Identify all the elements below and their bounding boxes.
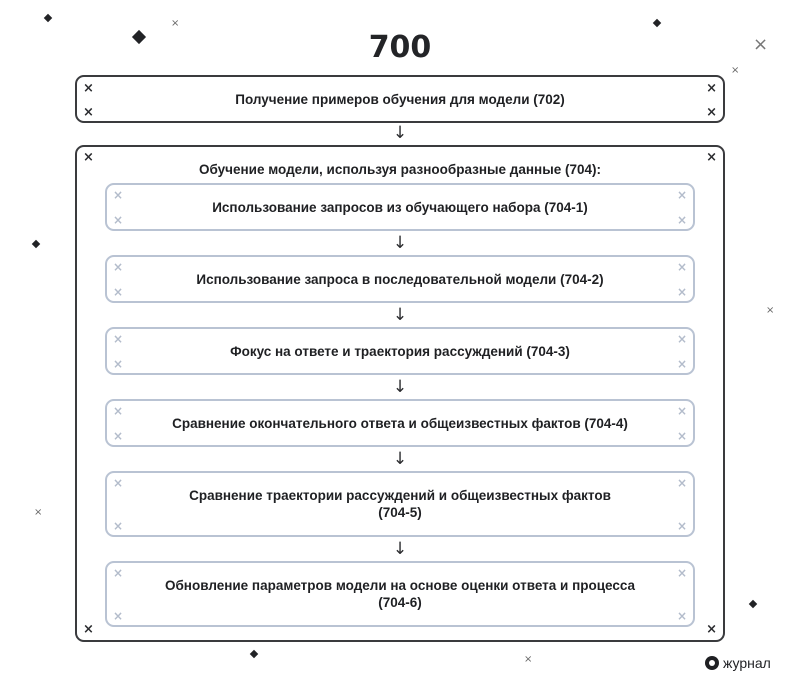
step-label: Использование запроса в последовательной… — [196, 271, 604, 287]
arrow-down-icon: ↓ — [392, 539, 408, 559]
step-704-3: × × × × Фокус на ответе и траектория рас… — [105, 327, 695, 375]
corner-mark-icon: × — [676, 519, 687, 533]
corner-mark-icon: × — [706, 105, 717, 120]
corner-mark-icon: × — [676, 188, 687, 202]
corner-mark-icon: × — [676, 332, 687, 346]
step-702: × × × × Получение примеров обучения для … — [75, 75, 725, 123]
corner-mark-icon: × — [83, 81, 94, 96]
corner-mark-icon: × — [83, 622, 94, 637]
corner-mark-icon: × — [113, 213, 124, 227]
arrow-down-icon: ↓ — [392, 449, 408, 469]
arrow-down-icon: ↓ — [392, 305, 408, 325]
decor-sparkle-icon: × — [34, 507, 43, 518]
corner-mark-icon: × — [676, 260, 687, 274]
diagram-title: 700 — [368, 30, 432, 65]
corner-mark-icon: × — [676, 285, 687, 299]
step-label: Сравнение окончательного ответа и общеиз… — [172, 415, 628, 431]
corner-mark-icon: × — [113, 609, 124, 623]
arrow-down-icon: ↓ — [392, 123, 408, 143]
corner-mark-icon: × — [676, 404, 687, 418]
corner-mark-icon: × — [676, 476, 687, 490]
corner-mark-icon: × — [113, 357, 124, 371]
step-label: Обновление параметров модели на основе о… — [164, 578, 636, 610]
decor-diamond — [652, 18, 662, 28]
decor-diamond — [43, 13, 53, 23]
corner-mark-icon: × — [113, 566, 124, 580]
brand-logo: журнал — [705, 655, 771, 671]
step-label: Получение примеров обучения для модели (… — [235, 91, 565, 107]
corner-mark-icon: × — [706, 81, 717, 96]
corner-mark-icon: × — [113, 429, 124, 443]
corner-mark-icon: × — [83, 105, 94, 120]
corner-mark-icon: × — [113, 260, 124, 274]
step-704-2: × × × × Использование запроса в последов… — [105, 255, 695, 303]
step-label: Использование запросов из обучающего наб… — [212, 199, 588, 215]
corner-mark-icon: × — [676, 429, 687, 443]
decor-sparkle-icon: × — [766, 305, 775, 316]
corner-mark-icon: × — [706, 622, 717, 637]
corner-mark-icon: × — [113, 285, 124, 299]
decor-diamond — [31, 239, 41, 249]
step-label: Сравнение траектории рассуждений и общеи… — [189, 488, 611, 520]
decor-diamond — [748, 599, 758, 609]
corner-mark-icon: × — [113, 188, 124, 202]
decor-sparkle-icon: × — [524, 654, 533, 665]
corner-mark-icon: × — [113, 404, 124, 418]
corner-mark-icon: × — [113, 332, 124, 346]
corner-mark-icon: × — [676, 566, 687, 580]
decor-diamond — [249, 649, 259, 659]
journal-logo-icon — [705, 656, 719, 670]
step-label: Фокус на ответе и траектория рассуждений… — [230, 343, 570, 359]
step-704-1: × × × × Использование запросов из обучаю… — [105, 183, 695, 231]
step-704-6: × × × × Обновление параметров модели на … — [105, 561, 695, 627]
corner-mark-icon: × — [113, 519, 124, 533]
corner-mark-icon: × — [83, 150, 94, 165]
step-704-group: × × × × Обучение модели, используя разно… — [75, 145, 725, 642]
corner-mark-icon: × — [676, 213, 687, 227]
corner-mark-icon: × — [113, 476, 124, 490]
corner-mark-icon: × — [676, 357, 687, 371]
corner-mark-icon: × — [676, 609, 687, 623]
arrow-down-icon: ↓ — [392, 377, 408, 397]
decor-sparkle-icon: × — [753, 34, 769, 55]
corner-mark-icon: × — [706, 150, 717, 165]
brand-logo-text: журнал — [723, 655, 771, 671]
group-title: Обучение модели, используя разнообразные… — [198, 162, 601, 177]
decor-sparkle-icon: × — [731, 65, 740, 76]
arrow-down-icon: ↓ — [392, 233, 408, 253]
step-704-4: × × × × Сравнение окончательного ответа … — [105, 399, 695, 447]
step-704-5: × × × × Сравнение траектории рассуждений… — [105, 471, 695, 537]
decor-sparkle-icon: × — [171, 18, 180, 29]
